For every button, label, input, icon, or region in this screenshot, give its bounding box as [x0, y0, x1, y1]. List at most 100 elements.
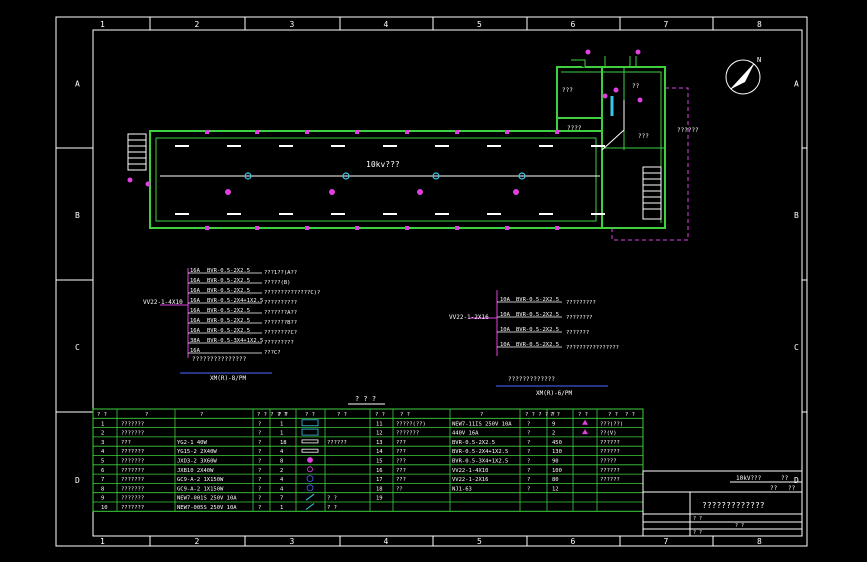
legend-header: ? ?	[578, 412, 588, 418]
socket-icon	[455, 130, 459, 134]
feeder-left: VV22-1-4X10	[143, 299, 183, 306]
legend-model: VV22-1-4X10	[452, 468, 488, 474]
column-label-top: 6	[571, 20, 576, 29]
switch-icon	[145, 181, 151, 187]
socket-icon	[205, 226, 209, 230]
legend-no: 13	[376, 440, 383, 446]
legend-qty: 450	[552, 440, 562, 446]
north-arrow-icon: N	[725, 56, 761, 95]
drawing-title: ?????????????	[702, 501, 765, 510]
circuit-breaker-label: 16A	[190, 318, 201, 324]
socket-icon	[255, 130, 259, 134]
legend-header: ? ?	[400, 412, 410, 418]
legend-unit: ?	[258, 486, 261, 492]
legend-model: GC9-A-2 1X150W	[177, 486, 224, 492]
left-panel-title: XM(R)-8/PM	[210, 375, 247, 382]
circuit-breaker-label: 16A	[190, 308, 201, 314]
legend-qty: 1	[280, 431, 283, 437]
circuit-note: ???1??(A??	[264, 270, 297, 276]
legend-qty: 8	[280, 459, 283, 465]
legend-qty: 4	[280, 486, 284, 492]
legend-name: ???????	[121, 421, 144, 427]
project-name: 10kV???	[736, 475, 762, 482]
floor-plan	[127, 56, 689, 241]
annex-label-5: ???	[638, 133, 649, 140]
column-label-bottom: 2	[195, 537, 200, 546]
circuit-breaker-label: 10A	[500, 297, 511, 303]
legend-unit: ?	[258, 421, 261, 427]
legend-qty: 100	[552, 468, 562, 474]
legend-header: ? ? ? ? ?	[257, 412, 287, 418]
legend-model: NEW7-005S 250V 10A	[177, 505, 237, 511]
legend-qty: 2	[552, 431, 555, 437]
lamp-symbol-icon	[306, 484, 314, 492]
switch-symbol-icon	[305, 503, 315, 510]
circuit-cable-label: BVR-0.5-2X2.5	[207, 278, 250, 284]
switch-icon	[585, 49, 591, 55]
legend-header: ?	[480, 412, 483, 418]
svg-text:N: N	[757, 56, 761, 64]
circuit-breaker-label: 10A	[500, 342, 511, 348]
legend-name: ??	[396, 486, 403, 492]
row-label-left: D	[75, 476, 80, 485]
legend-name: ???	[396, 440, 406, 446]
column-label-bottom: 7	[664, 537, 669, 546]
legend-title: ? ? ?	[355, 395, 376, 403]
legend-no: 8	[101, 486, 104, 492]
socket-icon	[355, 130, 359, 134]
legend-note: ?????	[600, 459, 617, 465]
legend-note: ??????	[600, 449, 620, 455]
legend-no: 18	[376, 486, 383, 492]
circuit-cable-label: BVR-0.5-2X2.5	[516, 312, 559, 318]
circuit-breaker-label: 10A	[500, 327, 511, 333]
ceiling-lamp-icon	[518, 172, 526, 180]
legend-name: ???	[396, 459, 406, 465]
legend-model: JXB10 2X40W	[177, 468, 214, 474]
legend-note: ??????	[327, 440, 347, 446]
circuit-cable-label: BVR-0.5-2X2.5	[207, 288, 250, 294]
legend-no: 2	[101, 431, 104, 437]
legend-unit: ?	[527, 486, 530, 492]
hall-inner-wall	[155, 137, 597, 222]
legend-unit: ?	[527, 440, 530, 446]
ceiling-lamp-icon	[244, 172, 252, 180]
column-label-bottom: 8	[757, 537, 762, 546]
column-label-bottom: 4	[384, 537, 389, 546]
right-panel-title: XM(R)-6/PM	[536, 390, 573, 397]
lamp-symbol-icon	[307, 466, 313, 473]
circuit-breaker-label: 16A	[190, 268, 201, 274]
socket-symbol-icon	[582, 429, 588, 435]
legend-table: ? ???? ? ? ? ?? ?? ?? ?? ?? ??? ? ? ? ??…	[92, 408, 644, 512]
legend-no: 19	[376, 496, 383, 502]
legend-qty: 18	[280, 440, 287, 446]
panel-symbol-icon	[301, 419, 319, 427]
stair-left	[127, 133, 147, 171]
lamp-symbol-icon	[301, 448, 319, 453]
left-footer-note: ???????????????	[192, 356, 247, 363]
ceiling-lamp-icon	[329, 189, 335, 195]
legend-header: ? ?	[625, 412, 635, 418]
circuit-note: ???????B??	[264, 320, 297, 326]
legend-no: 6	[101, 468, 104, 474]
legend-no: 16	[376, 468, 383, 474]
legend-model: YG15-2 2X40W	[177, 449, 217, 455]
switch-icon	[602, 93, 608, 99]
sheet-number: ??	[788, 485, 796, 492]
legend-no: 5	[101, 459, 104, 465]
circuit-breaker-label: 10A	[500, 312, 511, 318]
legend-name: ???	[396, 477, 406, 483]
legend-unit: ?	[258, 468, 261, 474]
socket-icon	[355, 226, 359, 230]
circuit-breaker-label: 16A	[190, 288, 201, 294]
legend-model: 440V 16A	[452, 431, 479, 437]
legend-header: ? ?	[550, 412, 560, 418]
circuit-note: ??????????????C)?	[264, 290, 320, 296]
legend-name: ???????	[121, 459, 144, 465]
right-footer-note: ?????????????	[508, 376, 555, 383]
socket-icon	[305, 226, 309, 230]
sheet-label: ??	[770, 485, 778, 492]
column-label-bottom: 3	[290, 537, 295, 546]
row-label-right: A	[794, 80, 799, 89]
legend-qty: 1	[280, 505, 283, 511]
